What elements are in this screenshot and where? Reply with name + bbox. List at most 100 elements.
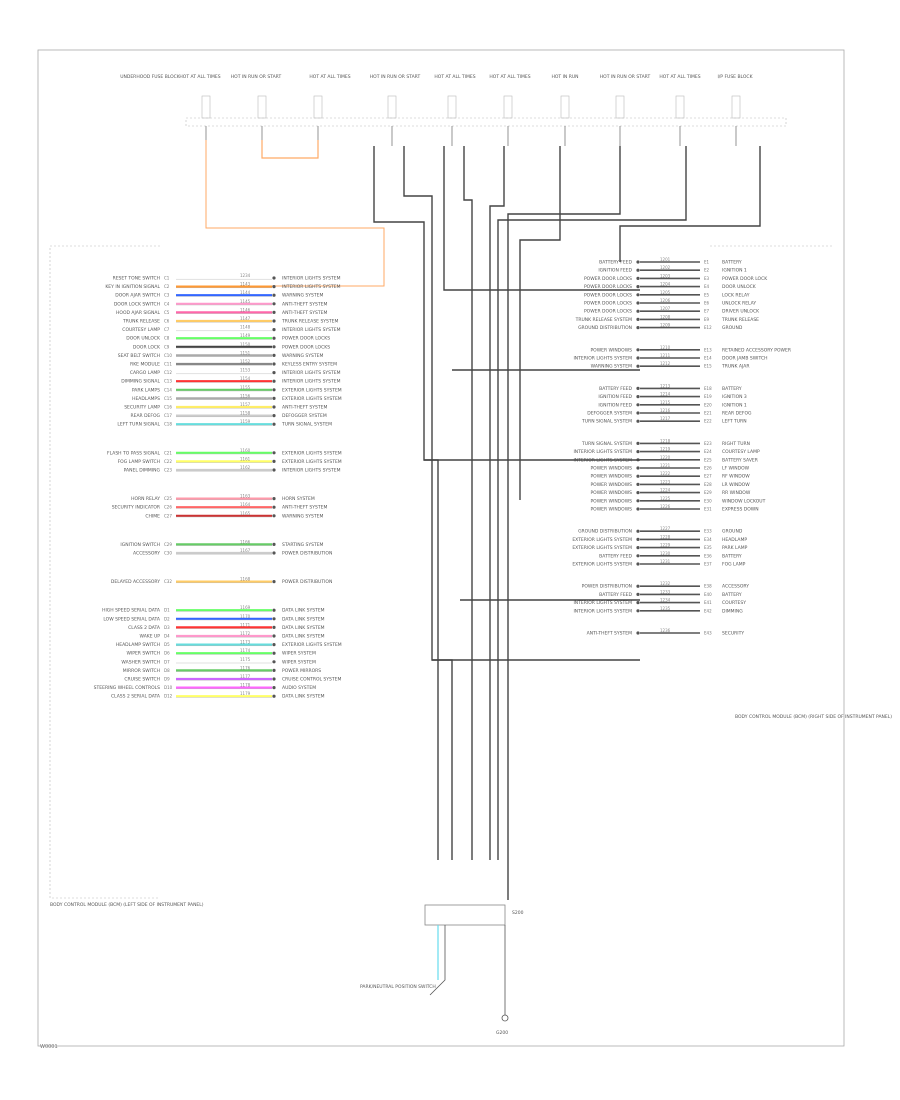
left-row-dest: DEFOGGER SYSTEM xyxy=(282,413,327,419)
right-row-dest: POWER DISTRIBUTION xyxy=(582,584,632,590)
fuse xyxy=(675,95,685,119)
top-fuses xyxy=(201,95,741,146)
fuse xyxy=(201,95,211,119)
left-row-dest: POWER DISTRIBUTION xyxy=(282,551,332,557)
right-row-circuit: 1219 xyxy=(660,447,671,452)
right-row-pin: E36 xyxy=(704,553,712,558)
right-row-pin: E40 xyxy=(704,592,712,597)
right-row-label: REAR DEFOG xyxy=(722,411,752,417)
trunk-wire xyxy=(373,146,439,860)
left-row-label: FLASH TO PASS SIGNAL xyxy=(107,450,160,456)
left-row-pin: C8 xyxy=(164,336,170,341)
left-row-circuit: 1234 xyxy=(240,273,251,278)
left-row-terminal xyxy=(272,396,276,400)
left-row-terminal xyxy=(272,608,276,612)
right-row-pin: E12 xyxy=(704,325,712,330)
left-row-pin: C12 xyxy=(164,370,172,375)
left-row-dest: WARNING SYSTEM xyxy=(282,293,323,299)
top-label: HOT IN RUN xyxy=(551,74,578,80)
left-row-circuit: 1172 xyxy=(240,631,251,636)
right-row-terminal xyxy=(636,554,640,558)
left-row-circuit: 1164 xyxy=(240,502,251,507)
left-row-pin: D8 xyxy=(164,668,170,673)
right-row-terminal xyxy=(636,609,640,613)
page-id: W0001 xyxy=(40,1044,58,1050)
top-labels: UNDERHOOD FUSE BLOCK HOT AT ALL TIMES HOT … xyxy=(120,74,753,80)
right-row-pin: E43 xyxy=(704,631,712,636)
left-row-terminal xyxy=(272,405,276,409)
right-row-label: GROUND xyxy=(722,325,743,331)
right-row-circuit: 1218 xyxy=(660,438,671,443)
right-row-pin: E2 xyxy=(704,268,710,273)
left-row-label: DELAYED ACCESSORY xyxy=(111,579,160,585)
right-row-circuit: 1233 xyxy=(660,589,671,594)
trunk-wire xyxy=(497,146,687,860)
left-row-pin: C4 xyxy=(164,301,170,306)
left-row-terminal xyxy=(272,276,276,280)
right-row-circuit: 1224 xyxy=(660,488,671,493)
left-row-dest: WARNING SYSTEM xyxy=(282,353,323,359)
top-label: HOT AT ALL TIMES xyxy=(489,74,530,80)
left-row-terminal xyxy=(272,686,276,690)
right-row-pin: E9 xyxy=(704,317,710,322)
left-row-terminal xyxy=(272,371,276,375)
left-row-terminal xyxy=(272,514,276,518)
right-row-label: EXPRESS DOWN xyxy=(722,507,759,513)
right-row-circuit: 1236 xyxy=(660,628,671,633)
right-row-dest: TRUNK RELEASE SYSTEM xyxy=(575,317,632,323)
right-row-label: FOG LAMP xyxy=(722,562,746,568)
left-row-circuit: 1163 xyxy=(240,494,251,499)
top-label: HOT IN RUN OR START xyxy=(231,74,282,80)
left-row-pin: C15 xyxy=(164,396,172,401)
right-row-label: UNLOCK RELAY xyxy=(722,301,756,307)
left-row-pin: C26 xyxy=(164,505,172,510)
right-row-circuit: 1214 xyxy=(660,392,671,397)
left-row-terminal xyxy=(272,293,276,297)
left-row-pin: D9 xyxy=(164,677,170,682)
right-row-terminal xyxy=(636,411,640,415)
left-row-circuit: 1161 xyxy=(240,456,251,461)
left-row-pin: D2 xyxy=(164,616,170,621)
left-row-label: DOOR LOCK xyxy=(133,344,161,350)
top-label: UNDERHOOD FUSE BLOCK xyxy=(120,74,181,80)
left-row-label: HOOD AJAR SIGNAL xyxy=(116,310,160,316)
right-row-circuit: 1209 xyxy=(660,323,671,328)
right-row-pin: E13 xyxy=(704,347,712,352)
left-row-circuit: 1171 xyxy=(240,622,251,627)
right-row-dest: BATTERY FEED xyxy=(599,260,632,266)
right-row-dest: INTERIOR LIGHTS SYSTEM xyxy=(573,608,632,614)
left-row-terminal xyxy=(272,668,276,673)
left-row-label: SEAT BELT SWITCH xyxy=(118,353,160,359)
left-row-label: SECURITY INDICATOR xyxy=(112,505,160,511)
right-row-circuit: 1204 xyxy=(660,282,671,287)
left-row-pin: C14 xyxy=(164,387,172,392)
right-row-label: TRUNK AJAR xyxy=(721,364,749,370)
left-row-pin: D1 xyxy=(164,608,170,613)
right-row-pin: E7 xyxy=(704,309,710,314)
right-row-label: BATTERY xyxy=(722,553,742,559)
right-row-dest: IGNITION FEED xyxy=(598,394,632,400)
top-label: HOT IN RUN OR START xyxy=(600,74,651,80)
right-row-dest: INTERIOR LIGHTS SYSTEM xyxy=(573,356,632,362)
right-row-pin: E20 xyxy=(704,402,712,407)
right-row-terminal xyxy=(636,301,640,305)
right-row-circuit: 1207 xyxy=(660,306,671,311)
left-row-circuit: 1160 xyxy=(240,448,251,453)
right-row-label: BATTERY xyxy=(722,260,742,266)
left-row-circuit: 1173 xyxy=(240,640,251,645)
right-row-terminal xyxy=(636,529,640,533)
right-row-dest: BATTERY FEED xyxy=(599,553,632,559)
right-row-label: IGNITION 1 xyxy=(722,268,747,274)
left-row-pin: C5 xyxy=(164,310,170,315)
